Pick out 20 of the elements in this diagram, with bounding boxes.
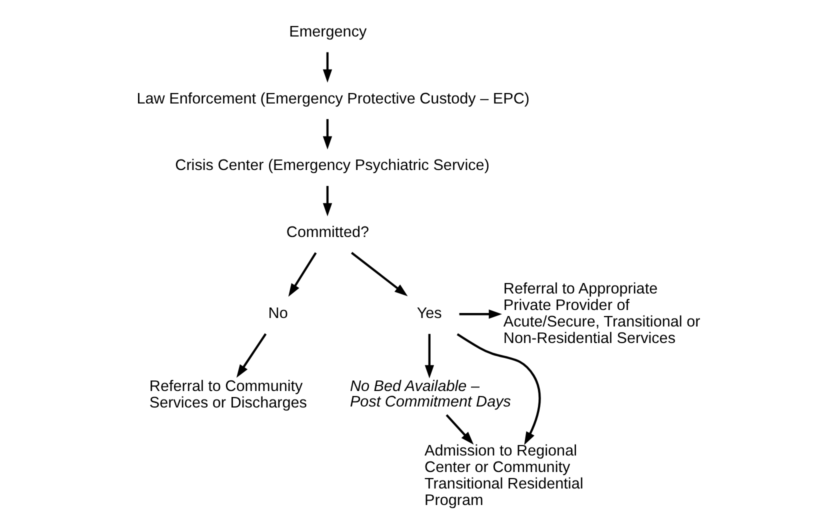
node-text: Emergency: [289, 23, 367, 40]
node-text: Admission to Regional Center or Community Transitional Residential Program: [424, 442, 584, 510]
arrow: [459, 310, 502, 319]
node-text: No Bed Available – Post Commitment Days: [350, 378, 511, 410]
arrow: [350, 252, 408, 296]
arrow: [424, 334, 434, 378]
node-text: Committed?: [286, 224, 370, 242]
node-text: Referral to Community Services or Discharges: [149, 378, 307, 412]
node-text: Referral to Appropriate Private Provider of Acute/Secure, Transitional or Non-Residential Services: [503, 280, 700, 347]
node-text: Law Enforcement (Emergency Protective Custody – EPC): [136, 90, 530, 108]
arrow: [446, 414, 474, 445]
arrow: [322, 52, 332, 83]
node-text: Yes: [416, 305, 442, 322]
arrow: [236, 333, 267, 378]
arrow: [322, 186, 332, 216]
arrow: [456, 333, 541, 446]
arrow: [322, 119, 332, 150]
node-text: Crisis Center (Emergency Psychiatric Service): [175, 157, 490, 174]
arrow: [288, 252, 317, 297]
node-text: No: [268, 305, 288, 322]
